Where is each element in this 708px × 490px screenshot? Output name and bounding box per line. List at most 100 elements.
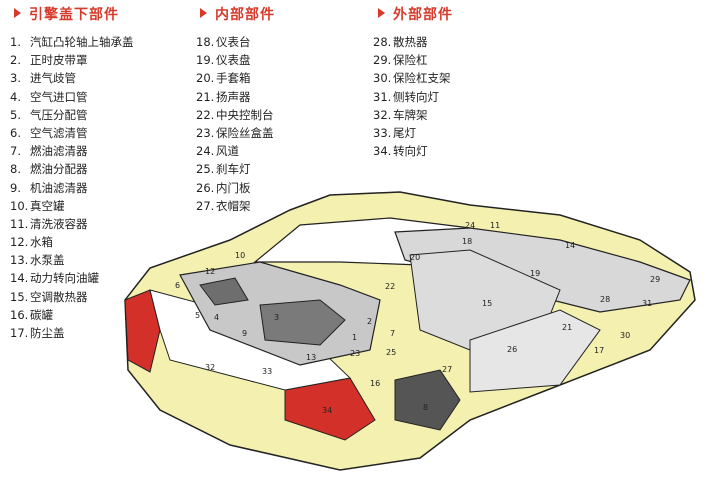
part-list-item: 28.散热器 [373, 33, 451, 51]
part-number: 1. [10, 35, 21, 49]
part-list-item: 5.气压分配管 [10, 106, 134, 124]
part-number: 27. [196, 198, 215, 213]
part-list-item: 2. 正时皮带罩 [10, 51, 134, 69]
part-label: 保险丝盒盖 [216, 125, 274, 140]
wheel-well [394, 369, 461, 431]
part-label: 进气歧管 [30, 71, 76, 86]
part-list-item: 19.仪表盘 [196, 51, 274, 69]
part-list-item: 30.保险杠支架 [373, 69, 451, 87]
callout-label: 3 [274, 313, 279, 322]
callout-label: 33 [262, 367, 272, 376]
part-number: 6. [10, 125, 21, 140]
part-list-item: 16.碳罐 [10, 306, 134, 324]
part-number: 34. [373, 144, 392, 159]
part-label: 内门板 [216, 180, 251, 195]
radiator [199, 277, 249, 306]
callout-label: 31 [642, 299, 652, 308]
callout-label: 20 [410, 253, 420, 262]
section-title-interior: 内部部件 [200, 4, 275, 24]
part-number: 30. [373, 71, 392, 86]
part-list-item: 25.刹车灯 [196, 160, 274, 178]
triangle-bullet-icon [378, 8, 385, 18]
callout-label: 11 [490, 221, 500, 230]
part-label: 转向灯 [393, 144, 428, 159]
part-number: 2. [10, 53, 21, 68]
part-list-item: 1. 汽缸凸轮轴上轴承盖 [10, 33, 134, 51]
part-number: 29. [373, 53, 392, 68]
section-title-engine-text: 引擎盖下部件 [29, 7, 119, 23]
callout-label: 23 [350, 349, 360, 358]
part-number: 8. [10, 162, 21, 177]
part-list-item: 9.机油滤清器 [10, 179, 134, 197]
part-number: 19. [196, 53, 215, 68]
part-list-item: 12.水箱 [10, 233, 134, 251]
part-label: 真空罐 [30, 198, 65, 213]
part-number: 7. [10, 144, 21, 159]
part-label: 仪表盘 [216, 53, 251, 68]
part-label: 空气进口管 [30, 89, 88, 104]
part-label: 中央控制台 [216, 107, 274, 122]
callout-label: 7 [390, 329, 395, 338]
part-number: 21. [196, 89, 215, 104]
part-label: 动力转向油罐 [30, 271, 99, 286]
part-label: 保险杠 [393, 53, 428, 68]
part-list-item: 32.车牌架 [373, 106, 451, 124]
part-list-item: 21.扬声器 [196, 88, 274, 106]
part-label: 仪表台 [216, 35, 251, 49]
part-number: 20. [196, 71, 215, 86]
part-label: 衣帽架 [216, 198, 251, 213]
part-label: 手套箱 [216, 71, 251, 86]
part-list-item: 15.空调散热器 [10, 288, 134, 306]
part-list-item: 34.转向灯 [373, 142, 451, 160]
part-label: 防尘盖 [30, 326, 65, 340]
callout-label: 14 [565, 241, 575, 250]
callout-label: 24 [465, 221, 475, 230]
callout-label: 34 [322, 406, 332, 415]
part-label: 正时皮带罩 [30, 53, 88, 68]
part-number: 9. [10, 180, 21, 195]
part-list-item: 3.进气歧管 [10, 69, 134, 87]
part-list-item: 24.风道 [196, 142, 274, 160]
part-number: 25. [196, 162, 215, 177]
part-label: 车牌架 [393, 107, 428, 122]
section-title-exterior-text: 外部部件 [393, 7, 453, 23]
callout-label: 28 [600, 295, 610, 304]
section-title-engine: 引擎盖下部件 [14, 4, 119, 24]
callout-label: 5 [195, 311, 200, 320]
callout-label: 32 [205, 363, 215, 372]
callout-label: 15 [482, 299, 492, 308]
part-number: 15. [10, 289, 29, 304]
callout-label: 21 [562, 323, 572, 332]
part-label: 汽缸凸轮轴上轴承盖 [30, 35, 134, 49]
part-label: 燃油分配器 [30, 162, 88, 177]
part-number: 31. [373, 89, 392, 104]
section-title-interior-text: 内部部件 [215, 7, 275, 23]
part-label: 散热器 [393, 35, 428, 49]
part-list-item: 13.水泵盖 [10, 251, 134, 269]
part-number: 17. [10, 326, 29, 340]
callout-label: 10 [235, 251, 245, 260]
part-list-item: 33.尾灯 [373, 124, 451, 142]
part-number: 23. [196, 125, 215, 140]
callout-label: 4 [214, 313, 219, 322]
part-number: 24. [196, 144, 215, 159]
part-list-item: 10.真空罐 [10, 197, 134, 215]
callout-label: 6 [175, 281, 180, 290]
part-list-item: 26.内门板 [196, 179, 274, 197]
callout-label: 18 [462, 237, 472, 246]
part-number: 28. [373, 35, 392, 49]
part-number: 18. [196, 35, 215, 49]
part-list-item: 31.侧转向灯 [373, 88, 451, 106]
part-label: 保险杠支架 [393, 71, 451, 86]
part-list-item: 17.防尘盖 [10, 324, 134, 342]
intake-manifold [259, 299, 346, 346]
part-label: 碳罐 [30, 307, 53, 322]
part-label: 尾灯 [393, 125, 416, 140]
callout-label: 17 [594, 346, 604, 355]
part-list-item: 7.燃油滤清器 [10, 142, 134, 160]
part-label: 水箱 [30, 235, 53, 250]
part-list-item: 6.空气滤清管 [10, 124, 134, 142]
